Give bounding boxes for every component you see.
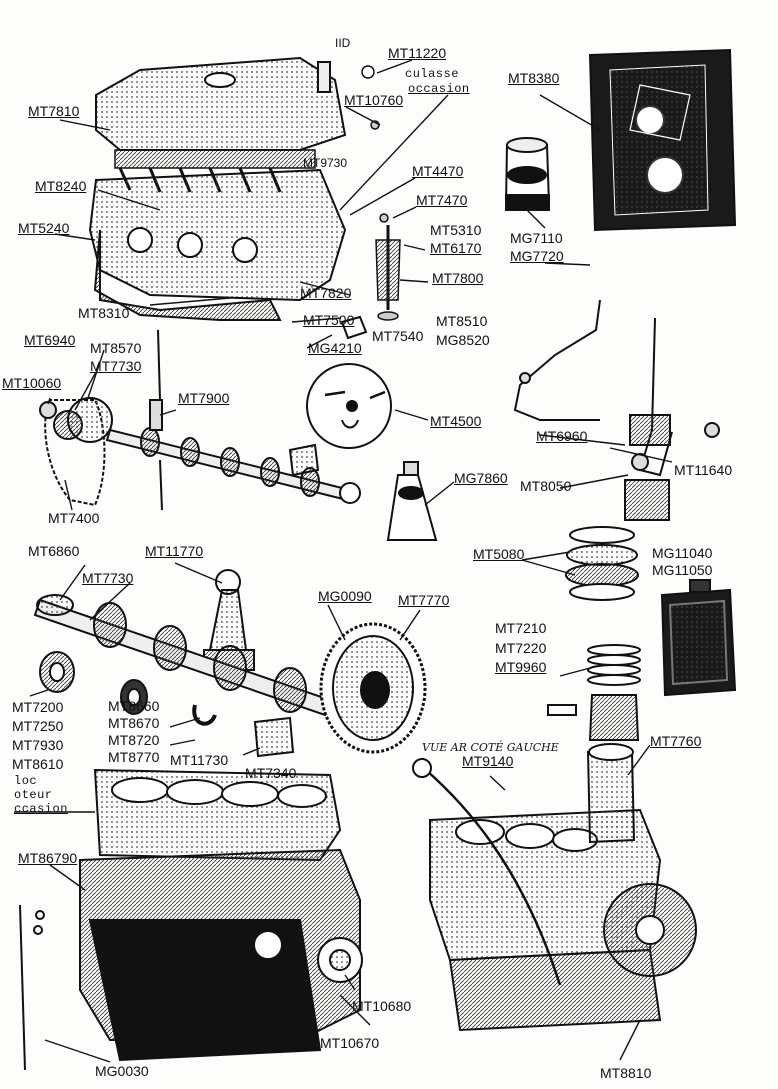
part-mg0030: MG0030 xyxy=(95,1063,149,1079)
leader-arrows xyxy=(14,59,673,1063)
part-mt10760: MT10760 xyxy=(344,92,404,108)
mid-list-item: MT8660 xyxy=(108,698,160,714)
label-rear-view: VUE AR COTÉ GAUCHE xyxy=(422,741,559,754)
pushrods xyxy=(149,315,368,511)
oil-pump-assembly xyxy=(513,299,720,477)
part-mt8510: MT8510 xyxy=(436,313,488,329)
part-mt10060: MT10060 xyxy=(2,375,62,391)
part-mt8570: MT8570 xyxy=(90,340,142,356)
part-mg11050: MG11050 xyxy=(652,562,713,578)
crankshaft xyxy=(33,594,332,717)
part-mt11220: MT11220 xyxy=(388,45,447,61)
mid-list-item: MT8770 xyxy=(108,749,160,765)
bearings-bushes xyxy=(39,651,295,758)
part-mt6960: MT6960 xyxy=(536,428,588,444)
left-list-item: MT7930 xyxy=(12,737,64,753)
part-mt9960: MT9960 xyxy=(495,659,547,675)
left-list-item: MT7250 xyxy=(12,718,64,734)
part-mg4210: MG4210 xyxy=(308,340,362,356)
valve-parts xyxy=(361,65,401,321)
part-mg0090: MG0090 xyxy=(318,588,372,604)
part-mt5310: MT5310 xyxy=(430,222,482,238)
part-mt7730: MT7730 xyxy=(90,358,142,374)
part-mt8240: MT8240 xyxy=(35,178,87,194)
cylinder-liner xyxy=(504,137,551,211)
mid-list-item: MT8670 xyxy=(108,715,160,731)
part-mt4500: MT4500 xyxy=(430,413,482,429)
part-mt6860: MT6860 xyxy=(28,543,80,559)
part-mt7220: MT7220 xyxy=(495,640,547,656)
piston xyxy=(547,694,640,741)
part-mt7500: MT7500 xyxy=(303,312,355,328)
part-mt5080: MT5080 xyxy=(473,546,525,562)
part-mt5240: MT5240 xyxy=(18,220,70,236)
rocker-cover xyxy=(95,56,347,151)
flywheel xyxy=(319,622,427,754)
timing-chain xyxy=(39,397,113,507)
part-mt4470: MT4470 xyxy=(412,163,464,179)
part-mt7470: MT7470 xyxy=(416,192,468,208)
dipstick xyxy=(19,904,45,1071)
part-mt7400: MT7400 xyxy=(48,510,100,526)
cylinder-head xyxy=(88,168,347,321)
left-list-item: MT7200 xyxy=(12,699,64,715)
label-bloc: loc xyxy=(14,774,38,788)
part-mt8310: MT8310 xyxy=(78,305,130,321)
part-mt7730-b: MT7730 xyxy=(82,570,134,586)
part-mt8050: MT8050 xyxy=(520,478,572,494)
oil-filter-stack xyxy=(565,479,670,601)
part-mt7210: MT7210 xyxy=(495,620,547,636)
engine-block xyxy=(79,768,363,1062)
part-mg7860: MG7860 xyxy=(454,470,508,486)
part-mt7900: MT7900 xyxy=(178,390,230,406)
part-mt6170: MT6170 xyxy=(430,240,482,256)
part-mt9140: MT9140 xyxy=(462,753,514,769)
part-mt7540: MT7540 xyxy=(372,328,424,344)
mid-part-list: MT8660 MT8670 MT8720 MT8770 xyxy=(108,698,159,766)
label-block-occasion: ccasion xyxy=(14,802,68,816)
gasket-set-box xyxy=(588,48,737,232)
part-mt7760: MT7760 xyxy=(650,733,702,749)
fragment-label: IID xyxy=(335,36,351,50)
part-mt10680: MT10680 xyxy=(352,998,412,1014)
engine-block-rear xyxy=(412,743,697,1032)
part-mt86790: MT86790 xyxy=(18,850,78,866)
left-list-item: MT8610 xyxy=(12,756,64,772)
part-mg7110: MG7110 xyxy=(510,230,563,246)
part-mt9730: MT9730 xyxy=(303,156,348,170)
label-culasse: culasse xyxy=(405,67,459,81)
camshaft xyxy=(105,427,361,504)
part-mt7800: MT7800 xyxy=(432,270,484,286)
part-mt8810: MT8810 xyxy=(600,1065,652,1081)
part-mg11040: MG11040 xyxy=(652,545,713,561)
part-mt7340: MT7340 xyxy=(245,765,297,781)
part-mt6940: MT6940 xyxy=(24,332,76,348)
label-occasion: occasion xyxy=(408,82,470,96)
part-mt7810: MT7810 xyxy=(28,103,80,119)
oil-can xyxy=(660,579,737,697)
label-moteur: oteur xyxy=(14,788,53,802)
distributor-drive-kit xyxy=(306,363,392,449)
part-mt10670: MT10670 xyxy=(320,1035,380,1051)
part-mg8520: MG8520 xyxy=(436,332,490,348)
grease-tube xyxy=(386,461,438,541)
piston-rings xyxy=(587,644,641,686)
part-mt11640: MT11640 xyxy=(674,462,733,478)
part-mt11770: MT11770 xyxy=(145,543,204,559)
part-mt11730: MT11730 xyxy=(170,752,229,768)
left-part-list: MT7200 MT7250 MT7930 MT8610 xyxy=(12,698,63,774)
part-mt7820: MT7820 xyxy=(300,285,352,301)
part-mt7770: MT7770 xyxy=(398,592,450,608)
part-mt8380: MT8380 xyxy=(508,70,560,86)
mid-list-item: MT8720 xyxy=(108,732,160,748)
part-mg7720: MG7720 xyxy=(510,248,564,264)
